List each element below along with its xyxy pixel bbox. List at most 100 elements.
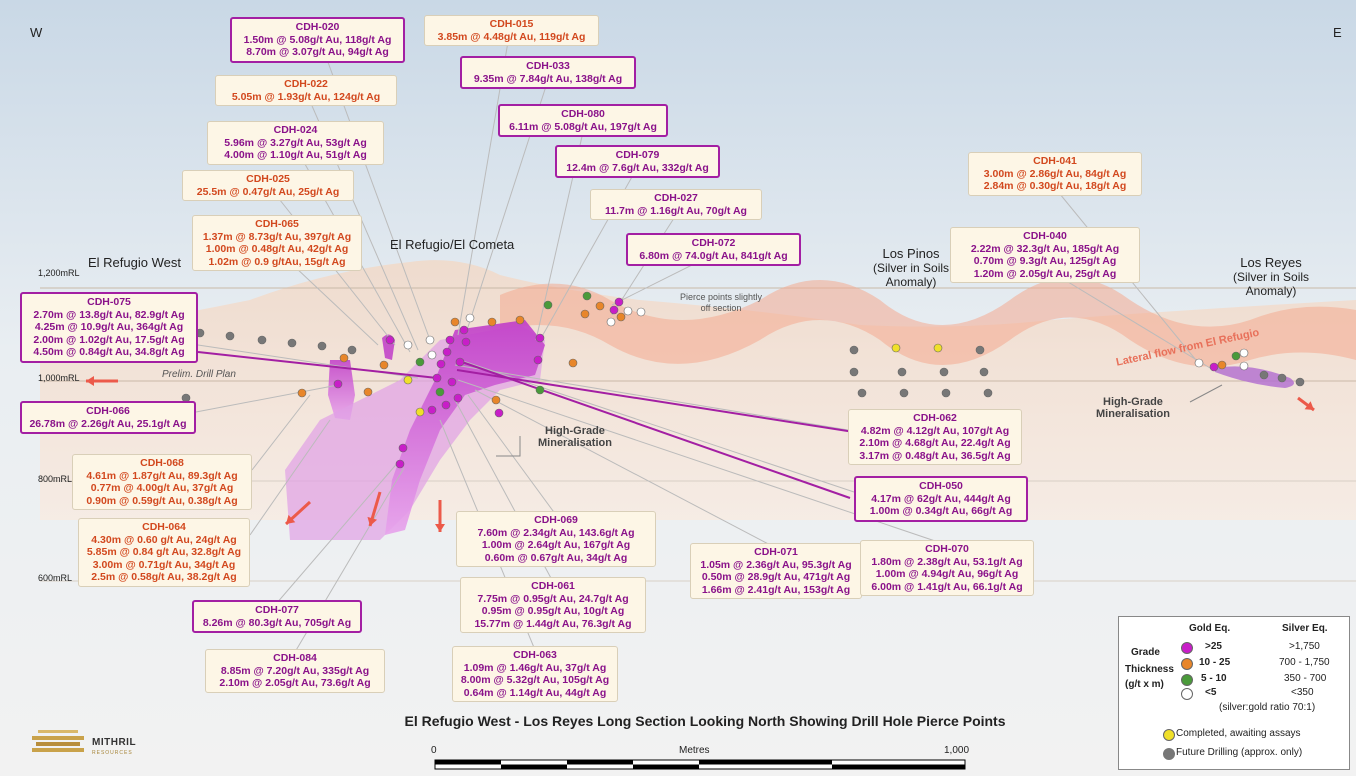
pierce-point [849,345,859,355]
pierce-point [1277,373,1287,383]
mineralisation-zone-west [328,360,355,420]
pierce-point [441,400,451,410]
leader-line [454,364,849,431]
leader-line-emphasis [456,369,855,433]
label-high-grade-2: High-Grade Mineralisation [1096,396,1170,420]
pierce-point [445,335,455,345]
pierce-point [398,443,408,453]
legend-silver-1: >1,750 [1289,641,1320,652]
legend-dot-green [1181,674,1193,686]
pierce-point [582,291,592,301]
pierce-point [379,360,389,370]
compass-east: E [1333,25,1342,40]
leader-line [467,394,557,516]
label-pierce-note: Pierce points slightly off section [680,292,763,313]
pierce-point [333,379,343,389]
scale-start-label: 0 [431,745,437,756]
pierce-point [225,331,235,341]
pierce-point [395,459,405,469]
pierce-point [533,355,543,365]
legend-dot-magenta [1181,642,1193,654]
pierce-point [535,385,545,395]
flow-arrows [86,376,1315,532]
legend-gold-3: 5 - 10 [1201,673,1227,684]
legend-grade-label: Grade [1131,647,1160,658]
pierce-point [442,347,452,357]
rl-label-1200: 1,200mRL [38,268,80,278]
label-high-grade-1: High-Grade Mineralisation [538,425,612,449]
pierce-point [933,343,943,353]
pierce-point [385,335,395,345]
pierce-point [403,340,413,350]
leader-line [275,459,401,605]
logo-subtitle: RESOURCES [92,750,133,756]
legend-gold-4: <5 [1205,687,1217,698]
pierce-point [609,305,619,315]
legend-gold-1: >25 [1205,641,1222,652]
pierce-point [257,335,267,345]
high-grade-pointer-2 [1189,384,1223,403]
pierce-point [427,350,437,360]
flow-arrow-head [86,376,94,386]
pierce-point [415,407,425,417]
leader-lines [195,29,1223,653]
leader-line-emphasis [197,351,438,379]
pierce-point [580,309,590,319]
pierce-point [363,387,373,397]
pierce-point [1259,370,1269,380]
pierce-point [1239,348,1249,358]
legend-dot-completed [1163,729,1175,741]
pierce-point [1239,361,1249,371]
legend-dot-future [1163,748,1175,760]
flow-arrow-head [286,514,296,524]
pierce-point [1217,360,1227,370]
pierce-point [347,345,357,355]
compass-west: W [30,25,43,40]
pierce-point [465,313,475,323]
legend-silver-header: Silver Eq. [1282,623,1328,634]
label-los-pinos: Los Pinos (Silver in Soils Anomaly) [873,246,950,290]
leader-line [1044,267,1211,369]
label-el-refugio-cometa: El Refugio/El Cometa [390,237,515,252]
label-los-reyes: Los Reyes (Silver in Soils Anomaly) [1233,255,1310,299]
pierce-point [453,393,463,403]
label-el-refugio-west: El Refugio West [88,255,181,270]
logo-name: MITHRIL [92,737,137,748]
scale-unit-label: Metres [679,745,710,756]
pierce-point [897,367,907,377]
pierce-point [435,387,445,397]
pierce-point [857,388,867,398]
pierce-point [461,337,471,347]
high-grade-pointer [496,436,521,457]
pierce-point [1231,351,1241,361]
pierce-point [339,353,349,363]
pierce-point [297,388,307,398]
pierce-point [491,395,501,405]
pierce-point [568,358,578,368]
legend-units-label: (g/t x m) [1125,679,1164,690]
pierce-point [487,317,497,327]
legend-dot-white [1181,688,1193,700]
pierce-point [983,388,993,398]
